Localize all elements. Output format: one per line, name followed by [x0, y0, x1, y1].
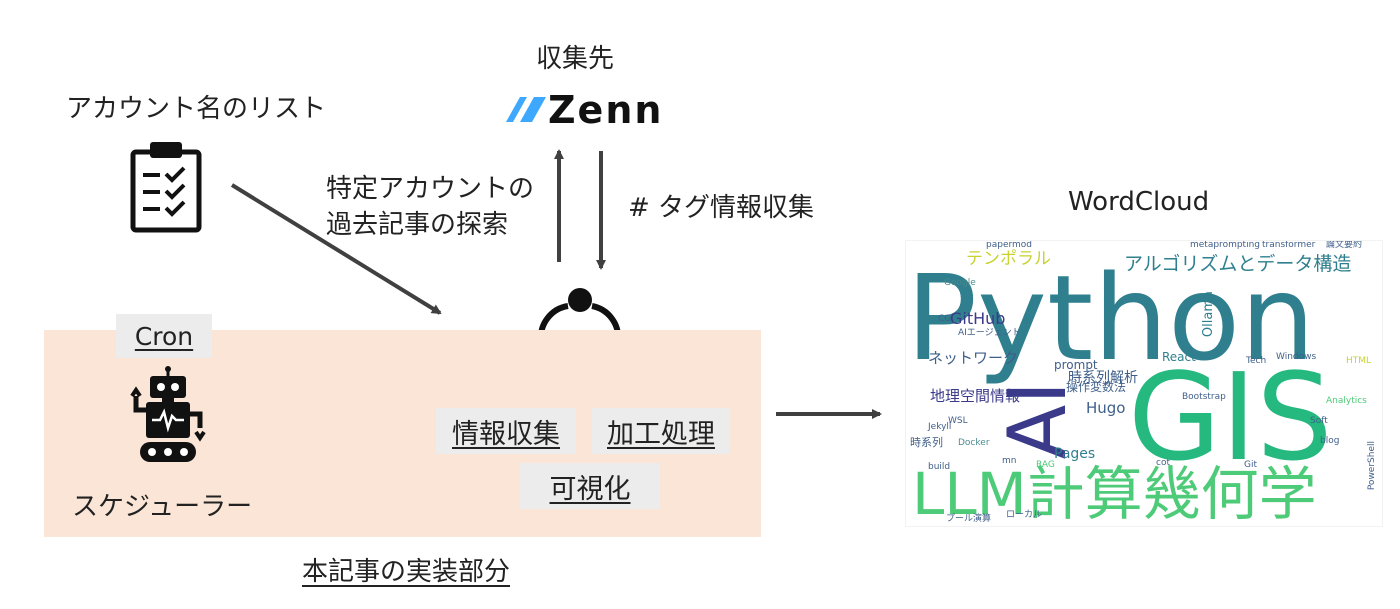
step-visualization: 可視化 — [520, 463, 660, 509]
wordcloud-word: transformer — [1262, 240, 1316, 250]
wordcloud-word: Google — [944, 278, 976, 288]
wordcloud-word: Soft — [1310, 416, 1328, 426]
wordcloud-word: 時系列解析 — [1068, 370, 1138, 386]
wordcloud-word: PowerShell — [1367, 441, 1377, 491]
wordcloud-word: Bootstrap — [1182, 392, 1226, 402]
wordcloud-word: プール演算 — [946, 514, 992, 524]
tag-collection-label: # タグ情報収集 — [628, 193, 815, 223]
arrow-account-to-hub — [230, 183, 442, 315]
wordcloud-word: WSL — [948, 416, 968, 426]
cron-chip: Cron — [116, 314, 212, 358]
wordcloud-word: React — [1162, 350, 1196, 364]
source-title: 収集先 — [536, 44, 615, 74]
wordcloud-word: Windows — [1276, 352, 1317, 362]
wordcloud-word: prompt — [1054, 358, 1098, 372]
wordcloud-word: LLM計算幾何学 — [912, 460, 1317, 527]
implementation-caption: 本記事の実装部分 — [302, 557, 511, 587]
wordcloud-word: metaprompting — [1190, 240, 1260, 250]
wordcloud-word: CG — [938, 314, 952, 324]
wordcloud-word: テンポラル — [966, 249, 1051, 269]
wordcloud-word: 論文要約 — [1326, 240, 1363, 250]
search-label-line2: 過去記事の探索 — [326, 210, 509, 240]
wordcloud-word: アルゴリズムとデータ構造 — [1124, 253, 1352, 275]
wordcloud-word: 地理空間情報 — [930, 387, 1021, 405]
wordcloud-word: mn — [1002, 456, 1017, 466]
wordcloud-word: ローカル — [1006, 510, 1043, 520]
wordcloud-word: blog — [1320, 436, 1340, 446]
wordcloud-word: 時系列 — [910, 436, 943, 449]
wordcloud-word: 操作変数法 — [1066, 380, 1127, 394]
wordcloud-word: RAG — [1036, 460, 1055, 470]
search-label-line1: 特定アカウントの — [326, 174, 535, 204]
wordcloud-word: Ollama — [1201, 291, 1216, 338]
account-list-label: アカウント名のリスト — [66, 94, 327, 124]
wordcloud-word: HTML — [1346, 356, 1372, 366]
wordcloud-word: Jekyll — [928, 422, 952, 432]
wordcloud-word: Hugo — [1086, 399, 1126, 417]
wordcloud-title: WordCloud — [1068, 187, 1210, 217]
wordcloud-word: GIS — [1128, 349, 1333, 488]
wordcloud-word: Docker — [958, 438, 990, 448]
wordcloud-word: Git — [1244, 460, 1258, 470]
step-processing: 加工処理 — [592, 408, 730, 454]
wordcloud-word: ネットワーク — [928, 349, 1019, 367]
wordcloud-word: GitHub — [950, 309, 1006, 328]
wordcloud-word: Pages — [1054, 446, 1096, 462]
wordcloud-word: build — [928, 462, 951, 472]
wordcloud-word: AIエージェント — [958, 328, 1021, 338]
wordcloud-word: Python — [906, 249, 1316, 387]
zenn-logo-icon — [506, 97, 546, 122]
step-information-collection: 情報収集 — [436, 408, 576, 454]
wordcloud-word: cot — [1156, 458, 1170, 468]
wordcloud-word: Tech — [1246, 356, 1267, 366]
wordcloud-word: Analytics — [1326, 396, 1367, 406]
scheduler-label: スケジューラー — [72, 492, 253, 522]
zenn-brand-name: Zenn — [548, 88, 664, 132]
wordcloud-word: papermod — [986, 240, 1033, 250]
robot-icon — [130, 366, 206, 462]
clipboard-checklist-icon — [130, 142, 202, 233]
